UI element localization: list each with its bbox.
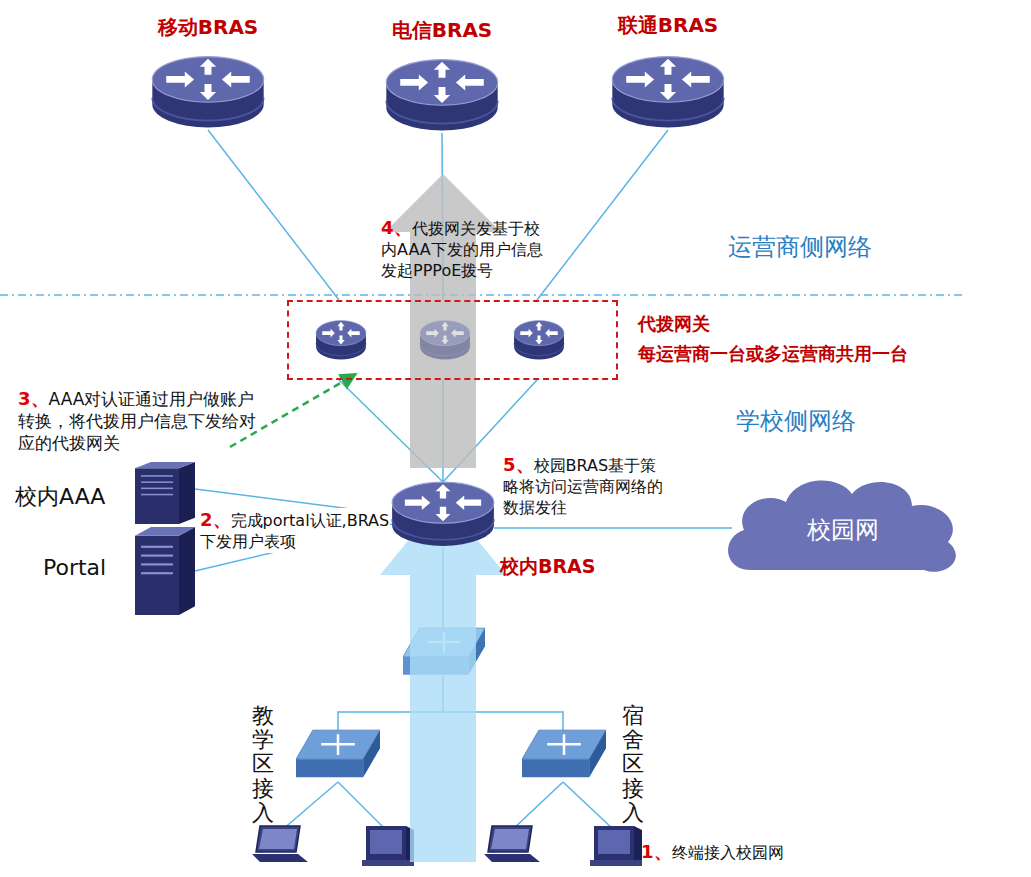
router-node: 校内BRAS: [390, 478, 496, 550]
server-node: 校内AAA: [135, 462, 195, 524]
step-note: 4、代拨网关发基于校内AAA下发的用户信息发起PPPoE拨号: [381, 216, 543, 281]
pc-terminal: [590, 826, 642, 866]
gateway-group: 代拨网关每运营商一台或多运营商共用一台: [287, 300, 618, 380]
router-node: 联通BRAS: [610, 52, 726, 132]
router-node: 移动BRAS: [150, 52, 266, 132]
switch-node: 教学区接入: [296, 726, 380, 784]
step-note: 3、AAA对认证通过用户做账户转换，将代拨用户信息下发给对应的代拨网关: [18, 387, 263, 455]
callout-number: 5、: [503, 454, 534, 475]
router-node: 电信BRAS: [384, 55, 500, 135]
server-icon: [135, 462, 195, 524]
router-icon: [150, 52, 266, 132]
server-node: Portal: [135, 527, 195, 615]
callout-number: 3、: [18, 388, 49, 409]
node-label: 教学区接入: [252, 704, 274, 825]
gateway-router: [315, 318, 367, 362]
note-text: 终端接入校园网: [672, 843, 784, 862]
router-icon: [390, 478, 496, 550]
node-label: 电信BRAS: [354, 17, 530, 44]
note-text: 学校侧网络: [736, 407, 856, 435]
server-icon: [135, 527, 195, 615]
step-note: 学校侧网络: [736, 406, 856, 437]
router-icon: [610, 52, 726, 132]
node-label: 移动BRAS: [120, 14, 296, 41]
node-label: 校园网: [807, 514, 879, 546]
note-text: AAA对认证通过用户做账户转换，将代拨用户信息下发给对应的代拨网关: [18, 389, 256, 453]
cloud-node: 校园网: [720, 470, 965, 578]
node-label: 每运营商一台或多运营商共用一台: [638, 342, 908, 366]
node-label: 联通BRAS: [580, 12, 756, 39]
gateway-router: [419, 318, 471, 362]
uplink-arrow: [380, 498, 506, 862]
step-note: 1、终端接入校园网: [641, 840, 784, 864]
router-icon: [513, 318, 565, 362]
node-label: 代拨网关: [638, 312, 710, 336]
node-label: 校内BRAS: [500, 554, 596, 580]
link-line: [494, 527, 732, 529]
node-label: Portal: [43, 555, 106, 580]
link-line: [537, 130, 668, 300]
callout-number: 1、: [641, 841, 672, 862]
gateway-router: [513, 318, 565, 362]
router-icon: [384, 55, 500, 135]
router-icon: [315, 318, 367, 362]
zone-divider: [0, 294, 965, 296]
step-note: 2、完成portal认证,BRAS下发用户表项: [200, 508, 390, 553]
laptop-terminal: [484, 826, 540, 862]
pc-terminal: [362, 826, 414, 866]
router-icon: [419, 318, 471, 362]
switch-icon: [522, 726, 606, 784]
node-label: 校内AAA: [15, 482, 105, 512]
note-text: 运营商侧网络: [728, 233, 872, 261]
step-note: 运营商侧网络: [728, 232, 872, 263]
push-arrow: [230, 374, 356, 447]
switch-icon: [296, 726, 380, 784]
node-label: 宿舍区接入: [622, 704, 644, 825]
callout-number: 2、: [200, 509, 231, 530]
callout-number: 4、: [381, 217, 412, 238]
step-note: 5、校园BRAS基于策略将访问运营商网络的数据发往: [503, 453, 671, 518]
link-line: [208, 130, 339, 300]
laptop-terminal: [252, 826, 308, 862]
switch-node: 宿舍区接入: [522, 726, 606, 784]
